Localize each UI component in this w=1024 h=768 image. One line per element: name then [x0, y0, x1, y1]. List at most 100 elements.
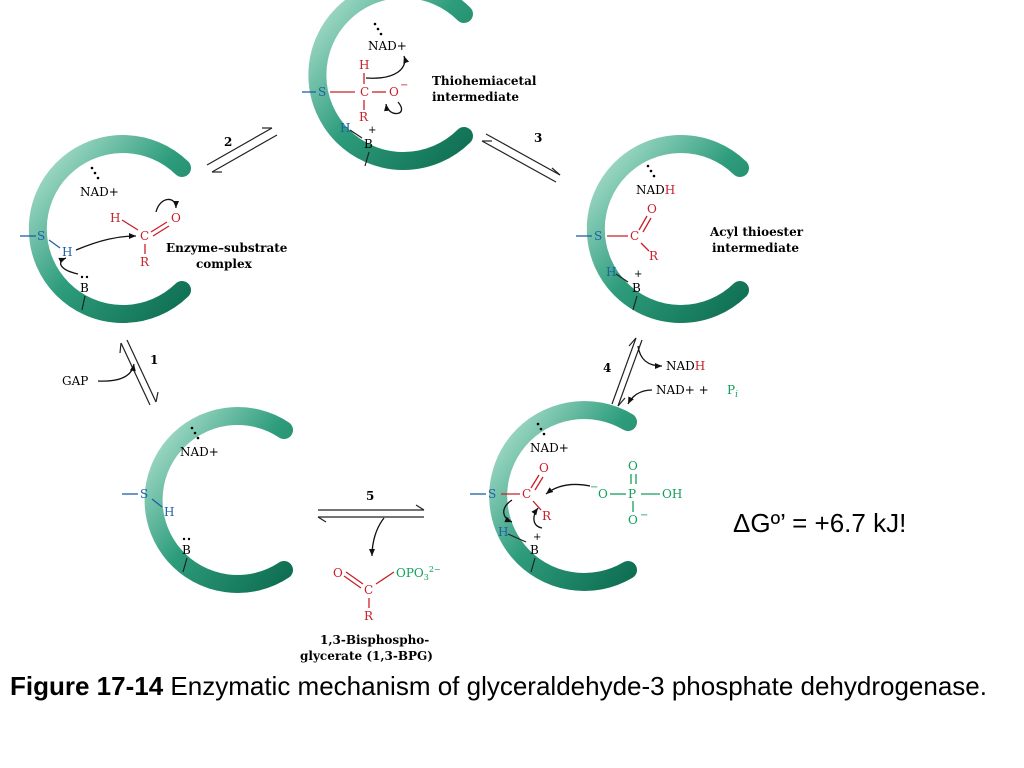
step-3-equilibrium: [481, 133, 561, 183]
substrate-hydrogen: H: [110, 211, 120, 225]
base-tether: [530, 557, 536, 573]
aldehyde-hydrogen: H: [359, 58, 369, 72]
nucleophilic-attack-arrow: [75, 233, 137, 251]
base-hydrogen: H: [606, 265, 616, 279]
product-name-line1: 1,3-Bisphospho-: [320, 633, 429, 647]
state-label-line2: intermediate: [712, 241, 799, 255]
thiol-sulfur: S: [594, 229, 602, 243]
phosphate-oxygen-top: O: [628, 459, 638, 473]
c-o-double-bond-a: [150, 221, 168, 233]
c-o-double-bond-a: [345, 571, 364, 585]
oxygen: O: [539, 461, 549, 475]
enzyme-substrate-state: NAD+ S H B H C O R Enzyme–substrate comp…: [20, 166, 288, 311]
r-group: R: [649, 249, 659, 263]
negative-charge: −: [400, 80, 408, 91]
base: B: [632, 281, 641, 295]
c-r-bond: [532, 500, 542, 511]
substrate-carbon: C: [140, 229, 149, 243]
base: B: [80, 281, 89, 295]
proton-abstraction-arrow: [58, 257, 79, 275]
carbonyl-arrow: [155, 198, 179, 213]
product-oxygen: O: [333, 566, 343, 580]
c-o-double-bond-a: [638, 215, 648, 231]
r-group: R: [542, 509, 552, 523]
nad-entry-arrow: [627, 389, 653, 405]
nad-dots: [373, 22, 383, 36]
base-lone-pair: [182, 537, 191, 541]
base: B: [182, 543, 191, 557]
enzyme-ring-free: [144, 407, 293, 593]
nad-entering-label: NAD+ +: [656, 383, 709, 397]
state-label-line2: intermediate: [432, 90, 519, 104]
nadh-exit-arrow: [637, 345, 663, 369]
c-o-double-bond-b: [152, 225, 170, 237]
positive-charge: +: [368, 125, 376, 136]
h-b-bond: [615, 273, 629, 283]
step-5-equilibrium: [317, 504, 425, 523]
enzyme-ring-phosphorolysis: [489, 401, 637, 591]
base-tether: [81, 295, 86, 311]
nad-dots: [90, 166, 100, 180]
thiol-sulfur: S: [318, 85, 326, 99]
figure-caption: Figure 17-14 Enzymatic mechanism of glyc…: [10, 668, 1010, 704]
c-r-bond: [640, 242, 650, 252]
enzyme-ring-acyl-thioester: [586, 135, 749, 323]
phosphate-negative-charge: −: [590, 482, 598, 493]
cofactor-label: NADH: [636, 183, 675, 197]
state-label-line1: Acyl thioester: [709, 225, 804, 239]
positive-charge: +: [533, 532, 541, 543]
state-label-line1: Enzyme–substrate: [166, 241, 288, 255]
cofactor-label: NAD+: [530, 441, 569, 455]
base: B: [364, 137, 373, 151]
base-tether: [632, 295, 638, 311]
thiol-release-arrow: [503, 499, 513, 523]
step-1-equilibrium: [119, 339, 159, 406]
phosphate-oxygen-bottom: O: [628, 513, 638, 527]
step-5-label: 5: [366, 489, 374, 503]
product-name-line2: glycerate (1,3-BPG): [300, 649, 433, 663]
phosphate-oxygen-left: O: [598, 487, 608, 501]
phosphate-bottom-charge: −: [640, 510, 648, 521]
carbon: C: [630, 229, 639, 243]
thiol-sulfur: S: [37, 229, 45, 243]
r-group: R: [359, 110, 369, 124]
figure-number: Figure 17-14: [10, 671, 164, 701]
step-4-label: 4: [603, 361, 611, 375]
phosphate-attack-arrow: [545, 483, 591, 495]
gapdh-mechanism-diagram: NAD+ S H C O − R H + B Thiohemiacetal in…: [20, 0, 804, 663]
base-tether: [364, 151, 370, 167]
substrate-oxygen: O: [171, 211, 181, 225]
cofactor-label: NAD+: [368, 39, 407, 53]
product-release-arrow: [369, 517, 385, 557]
base: B: [530, 543, 539, 557]
phosphorolysis-state: NAD+ S C O R H + B − O P O OH O −: [470, 422, 682, 573]
carbon: C: [522, 487, 531, 501]
enzyme-ring-enzyme-substrate: [28, 135, 191, 323]
gap-entry-arrow: [97, 363, 136, 382]
electron-arrow: [384, 101, 403, 115]
base-hydrogen: H: [498, 525, 508, 539]
base-lone-pair: [80, 275, 89, 279]
gap-substrate-label: GAP: [62, 374, 88, 388]
product-carbon: C: [364, 583, 373, 597]
oxyanion: O: [389, 85, 399, 99]
s-h-bond: [151, 498, 163, 508]
oxygen: O: [647, 202, 657, 216]
s-h-bond: [48, 239, 61, 249]
base-tether: [182, 557, 188, 573]
nad-dots: [646, 164, 656, 178]
substrate-r-group: R: [140, 255, 150, 269]
bpg-product: O C OPO32− R 1,3-Bisphospho- glycerate (…: [300, 565, 441, 663]
h-b-bond: [349, 129, 363, 139]
c-o-double-bond-a: [530, 474, 540, 489]
cofactor-label: NAD+: [180, 445, 219, 459]
phosphate-in-label: Pi: [727, 383, 738, 400]
step-2-equilibrium: [206, 127, 278, 173]
base-hydrogen: H: [340, 121, 350, 135]
acyl-thioester-state: NADH S C O R H + B Acyl thioester interm…: [576, 164, 804, 311]
h-c-bond: [121, 219, 139, 231]
thiol-sulfur: S: [488, 487, 496, 501]
state-label-line2: complex: [196, 257, 253, 271]
h-b-bond: [507, 533, 527, 543]
protonation-arrow: [531, 507, 543, 529]
